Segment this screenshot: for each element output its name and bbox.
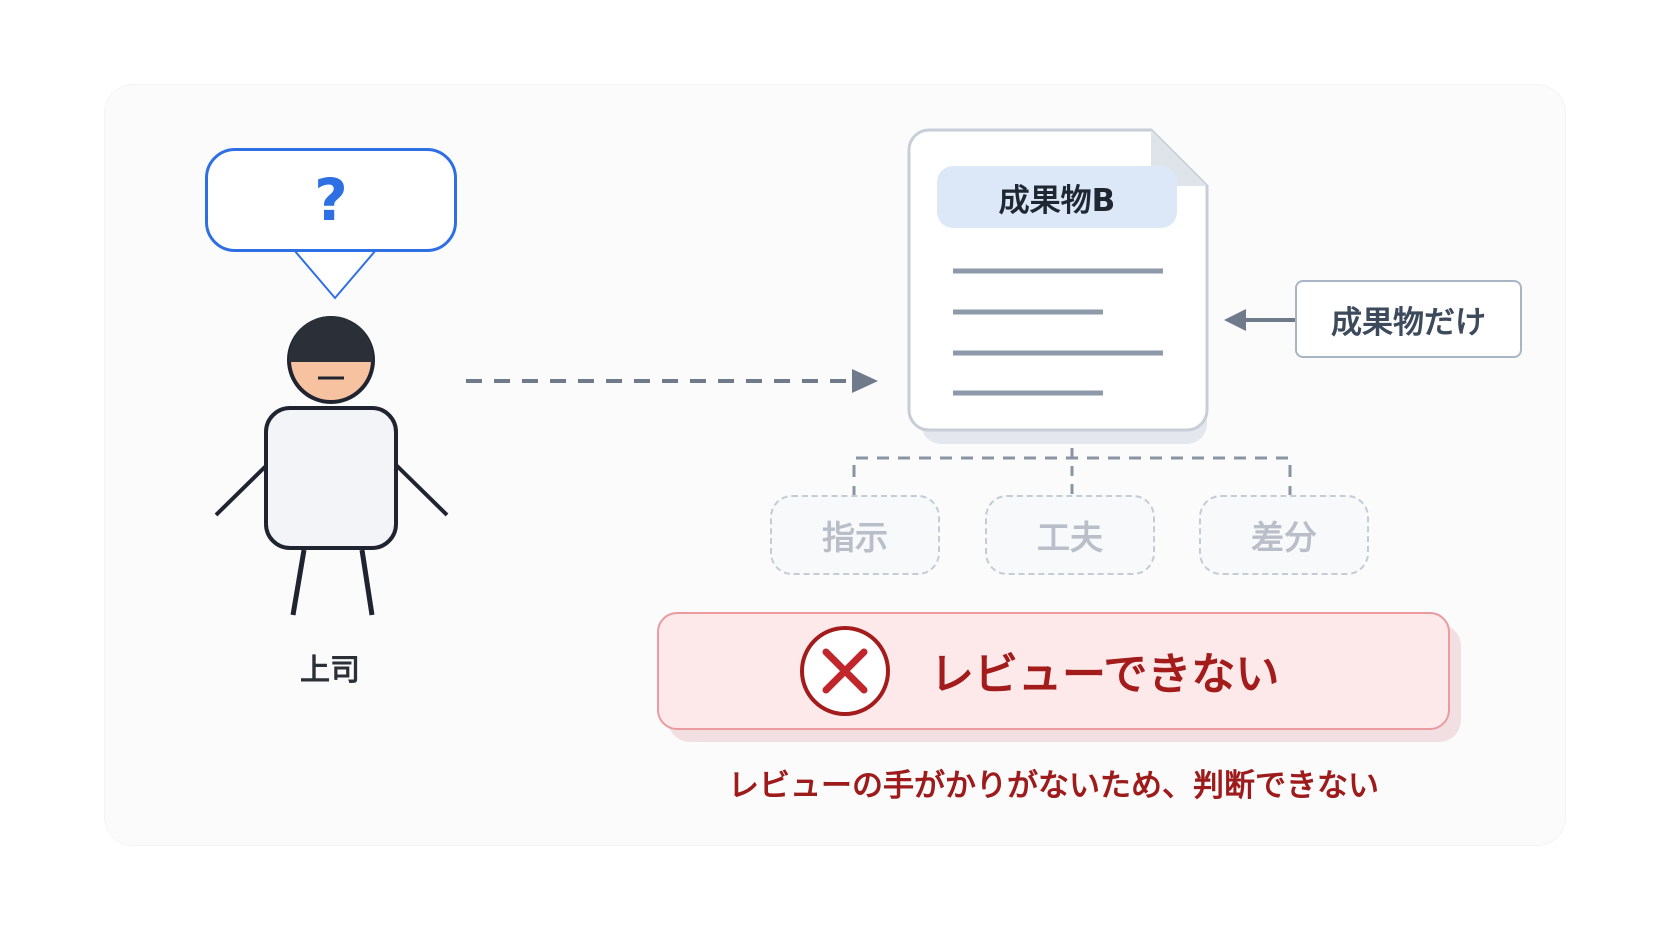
- missing-items-connector: [852, 448, 1292, 498]
- missing-item-instructions: 指示: [770, 495, 940, 575]
- dashed-arrow: [466, 369, 878, 393]
- missing-item-diff: 差分: [1199, 495, 1369, 575]
- cross-icon: [800, 626, 890, 716]
- missing-item-ingenuity: 工夫: [985, 495, 1155, 575]
- side-arrow: [1224, 309, 1296, 331]
- document-title: 成果物B: [937, 166, 1177, 228]
- error-message: レビューできない: [930, 649, 1280, 700]
- bubble-tail: [292, 249, 378, 300]
- question-mark-icon: ?: [314, 166, 348, 234]
- caption: レビューの手がかりがないため、判断できない: [728, 768, 1379, 804]
- boss-figure-icon: [214, 316, 449, 616]
- deliverable-only-label: 成果物だけ: [1295, 280, 1522, 358]
- error-box: [657, 612, 1450, 730]
- person-label: 上司: [300, 653, 360, 688]
- question-bubble: ?: [205, 148, 457, 252]
